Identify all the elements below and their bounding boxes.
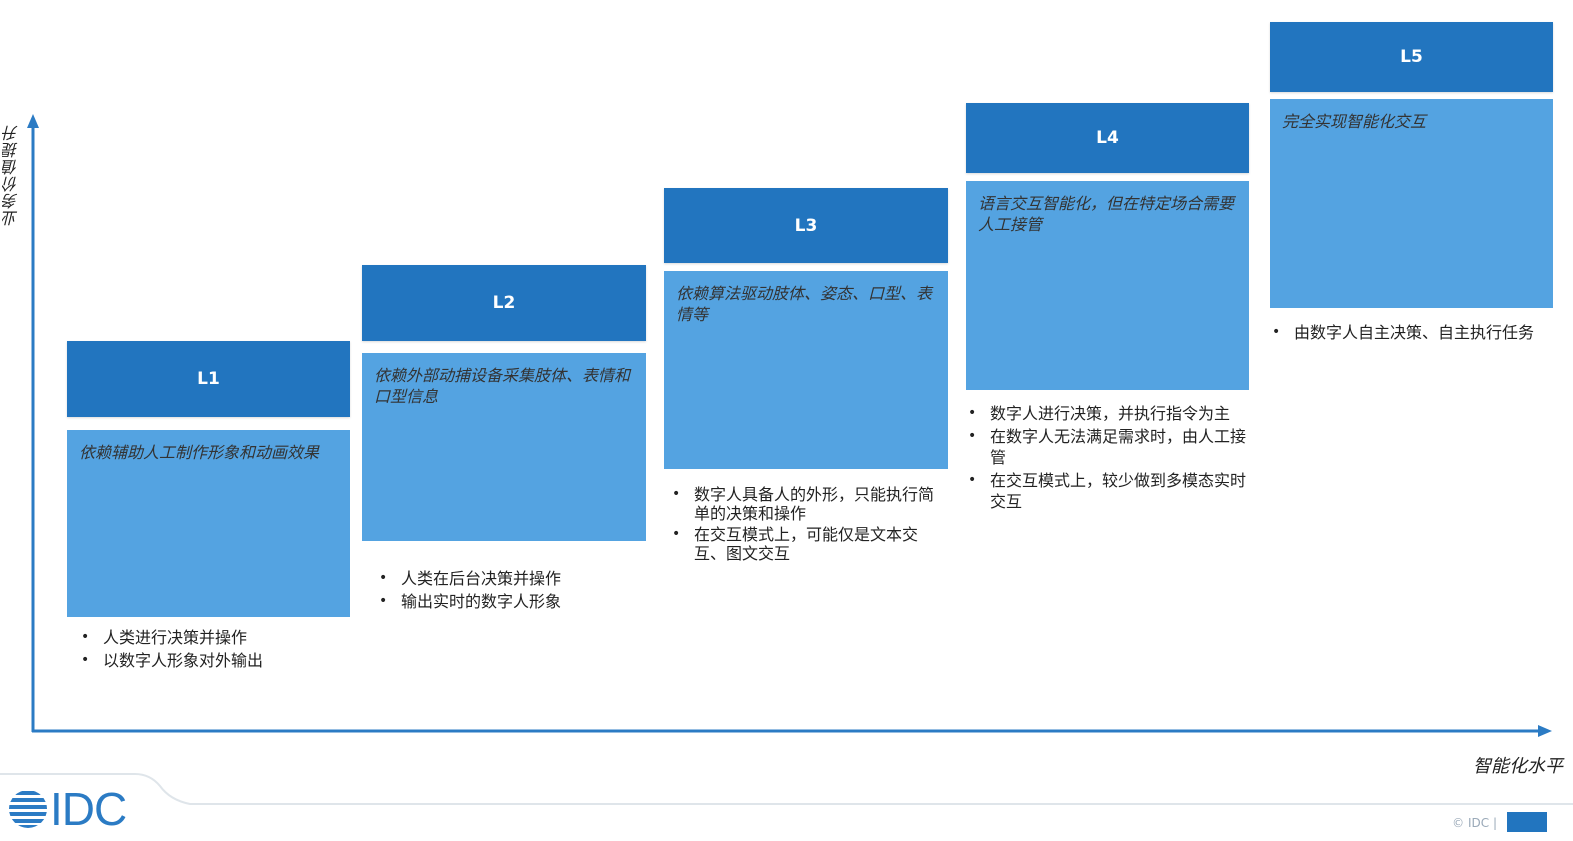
level-l5-header: L5 xyxy=(1270,22,1553,92)
level-l1-header: L1 xyxy=(67,341,350,417)
footer-accent-block xyxy=(1507,812,1547,832)
level-l3-bullets: 数字人具备人的外形，只能执行简单的决策和操作 在交互模式上，可能仅是文本交互、图… xyxy=(668,485,940,565)
list-item: 以数字人形象对外输出 xyxy=(77,650,317,671)
level-l2-header: L2 xyxy=(362,265,646,341)
list-item: 在交互模式上，较少做到多模态实时交互 xyxy=(964,470,1254,512)
level-l4: L4 语言交互智能化，但在特定场合需要人工接管 xyxy=(966,103,1249,390)
level-l3-description: 依赖算法驱动肢体、姿态、口型、表情等 xyxy=(664,271,948,469)
list-item: 人类进行决策并操作 xyxy=(77,627,317,648)
list-item: 数字人进行决策，并执行指令为主 xyxy=(964,403,1254,424)
idc-logo-text: IDC xyxy=(50,783,127,835)
list-item: 在数字人无法满足需求时，由人工接管 xyxy=(964,426,1254,468)
level-l4-description: 语言交互智能化，但在特定场合需要人工接管 xyxy=(966,181,1249,390)
level-l3: L3 依赖算法驱动肢体、姿态、口型、表情等 xyxy=(664,188,948,469)
level-l4-header: L4 xyxy=(966,103,1249,173)
level-l1-bullets: 人类进行决策并操作 以数字人形象对外输出 xyxy=(77,627,317,673)
level-l2-description: 依赖外部动捕设备采集肢体、表情和口型信息 xyxy=(362,353,646,541)
list-item: 人类在后台决策并操作 xyxy=(375,568,635,589)
level-l1-description: 依赖辅助人工制作形象和动画效果 xyxy=(67,430,350,617)
y-axis-arrow-icon xyxy=(27,114,39,128)
level-l5-bullets: 由数字人自主决策、自主执行任务 xyxy=(1268,322,1548,345)
level-l2-bullets: 人类在后台决策并操作 输出实时的数字人形象 xyxy=(375,568,635,614)
x-axis-label: 智能化水平 xyxy=(1473,756,1563,777)
level-l4-bullets: 数字人进行决策，并执行指令为主 在数字人无法满足需求时，由人工接管 在交互模式上… xyxy=(964,403,1254,514)
level-l5-description: 完全实现智能化交互 xyxy=(1270,99,1553,308)
list-item: 在交互模式上，可能仅是文本交互、图文交互 xyxy=(668,525,940,563)
idc-logo: IDC xyxy=(8,783,127,835)
copyright: © IDC | xyxy=(1452,816,1497,830)
list-item: 由数字人自主决策、自主执行任务 xyxy=(1268,322,1548,343)
list-item: 输出实时的数字人形象 xyxy=(375,591,635,612)
level-l3-header: L3 xyxy=(664,188,948,263)
level-l5: L5 完全实现智能化交互 xyxy=(1270,22,1553,308)
y-axis-label: 业务价值提升 xyxy=(2,124,21,226)
x-axis-arrow-icon xyxy=(1538,725,1552,737)
list-item: 数字人具备人的外形，只能执行简单的决策和操作 xyxy=(668,485,940,523)
level-l1: L1 依赖辅助人工制作形象和动画效果 xyxy=(67,341,350,681)
level-l2: L2 依赖外部动捕设备采集肢体、表情和口型信息 xyxy=(362,265,646,541)
idc-globe-icon xyxy=(9,791,47,828)
